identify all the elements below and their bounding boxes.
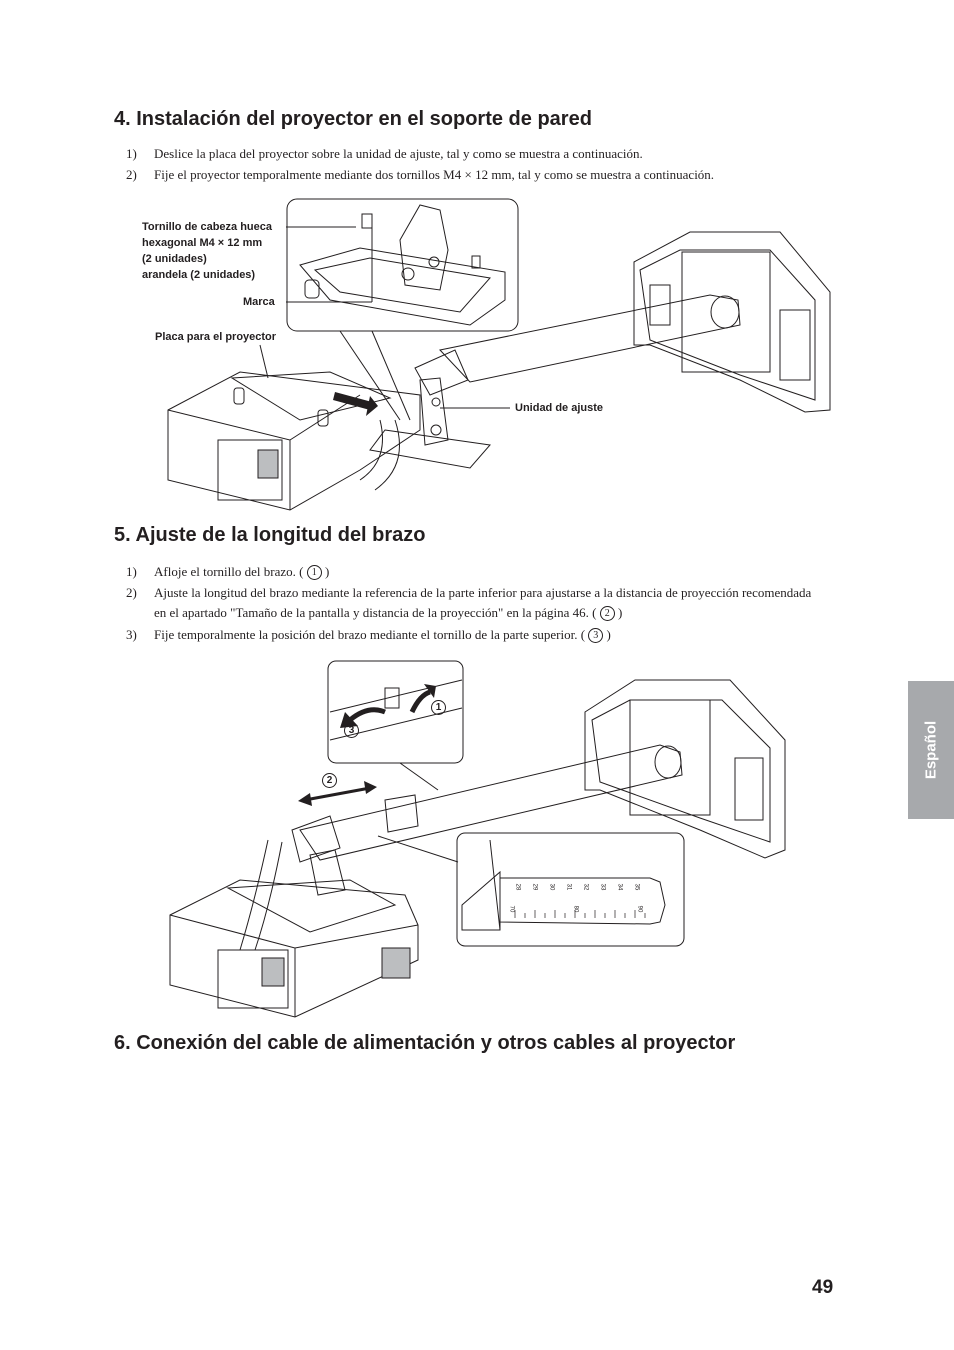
- arm-tube: [439, 294, 741, 383]
- label-screw-line3: (2 unidades): [142, 253, 207, 265]
- step-4-2: 2) Fije el proyector temporalmente media…: [126, 167, 715, 182]
- ruler-label: 35: [633, 883, 640, 891]
- adjust-rail: [369, 429, 491, 469]
- wall-plate: [633, 231, 831, 413]
- language-tab-label: Español: [922, 720, 940, 780]
- projector-plate: [230, 371, 392, 421]
- projector-body: [167, 371, 421, 511]
- inset-cylinder: [304, 279, 320, 299]
- inset-screw-2: [471, 255, 481, 269]
- marker-1: 1: [431, 700, 446, 715]
- label-projector-plate: Placa para el proyector: [155, 331, 277, 343]
- inset-arm-screw: [384, 687, 400, 709]
- arm-tube-2: [299, 744, 683, 861]
- step-4-1: 1) Deslice la placa del proyector sobre …: [126, 146, 643, 161]
- ref-marker-3: 3: [588, 628, 604, 643]
- ruler-label: 80: [572, 905, 579, 913]
- ref-marker-1: 1: [306, 565, 322, 580]
- ruler-label: 70: [508, 905, 515, 913]
- adjustment-unit: [419, 377, 449, 446]
- marker-3: 3: [344, 723, 359, 738]
- ruler-label: 32: [582, 883, 589, 891]
- ruler-label: 31: [565, 883, 572, 891]
- section-6-heading: 6. Conexión del cable de alimentación y …: [114, 1032, 736, 1054]
- wall-bracket-box: [681, 251, 771, 373]
- step-5-3: 3) Fije temporalmente la posición del br…: [126, 627, 611, 643]
- ruler-ticks: [514, 910, 646, 918]
- step-5-1: 1) Afloje el tornillo del brazo. ( 1 ): [126, 564, 330, 580]
- section-4-heading: 4. Instalación del proyector en el sopor…: [114, 108, 592, 130]
- wall-bracket-box-2: [629, 699, 711, 816]
- inset-bolt: [401, 267, 415, 281]
- adjustment-unit-2: [309, 849, 346, 896]
- ruler-label: 28: [514, 883, 521, 891]
- arm-elbow-2: [291, 815, 341, 863]
- ruler-label: 30: [548, 883, 555, 891]
- length-arrow: [304, 786, 371, 802]
- label-screw-line1: Tornillo de cabeza hueca: [142, 221, 272, 233]
- inset-plate: [299, 247, 506, 326]
- arm-sleeve: [384, 794, 419, 833]
- tighten-arrow: [409, 689, 431, 714]
- label-mark: Marca: [243, 296, 275, 308]
- inset-bracket: [399, 204, 449, 291]
- arm-elbow: [414, 349, 469, 396]
- projector-body-2: [169, 879, 419, 1018]
- language-side-tab: Español: [908, 681, 954, 819]
- ruler-label: 34: [616, 883, 623, 891]
- page-number: 49: [812, 1277, 834, 1298]
- label-screw-line2: hexagonal M4 × 12 mm: [142, 237, 263, 249]
- ruler-label: 90: [636, 905, 643, 913]
- label-screw-line4: arandela (2 unidades): [142, 269, 256, 281]
- ref-marker-2: 2: [599, 606, 615, 621]
- step-5-2: 2) Ajuste la longitud del brazo mediante…: [126, 585, 812, 621]
- slide-arrow: [333, 392, 372, 410]
- inset-screw-1: [361, 213, 373, 229]
- zoom-inset-frame: [286, 198, 519, 332]
- label-adjustment-unit: Unidad de ajuste: [515, 402, 604, 414]
- ruler-label: 29: [531, 883, 538, 891]
- marker-2: 2: [322, 773, 337, 788]
- loosen-arrow: [348, 707, 386, 722]
- wall-plate-2: [584, 679, 786, 859]
- ruler-label: 33: [599, 883, 606, 891]
- projector-plate-2: [226, 879, 397, 933]
- section-5-heading: 5. Ajuste de la longitud del brazo: [114, 524, 426, 546]
